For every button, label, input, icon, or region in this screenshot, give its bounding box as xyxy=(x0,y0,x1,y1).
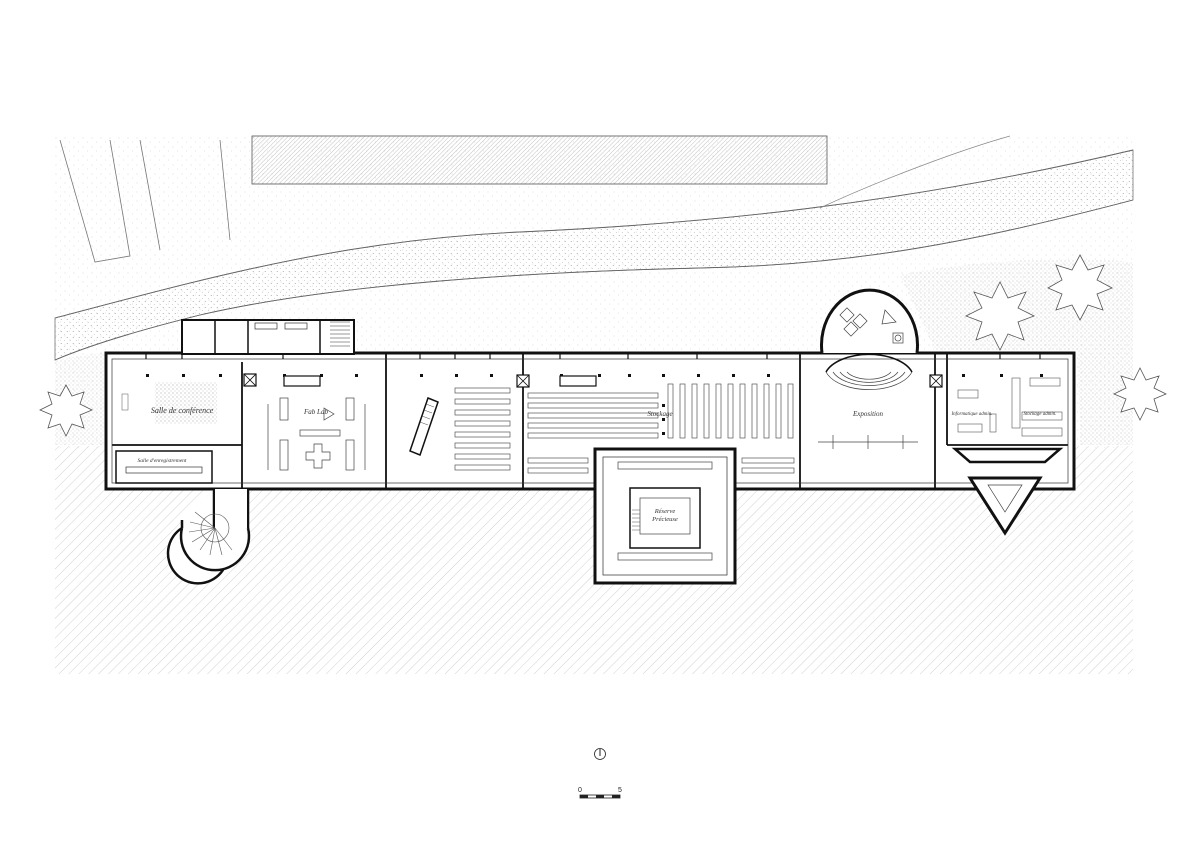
fab-lab-furniture xyxy=(267,397,366,471)
scale-label-end: 5 xyxy=(618,787,622,794)
room-label-salle-enregistrement: Salle d'enregistrement xyxy=(138,458,187,464)
conference-seating xyxy=(155,382,217,424)
tree-icon xyxy=(39,254,1167,437)
room-label-reserve: Réserve xyxy=(654,508,676,515)
room-label-salle-conference: Salle de conférence xyxy=(151,406,214,415)
room-label-exposition: Exposition xyxy=(852,410,883,418)
room-label-fab-lab: Fab Lab xyxy=(303,408,328,416)
room-label-stockage-admin: Stockage admin. xyxy=(1023,412,1056,417)
room-label-stockage: Stockage xyxy=(647,410,672,418)
scale-label-start: 0 xyxy=(578,787,582,794)
storage-shelving xyxy=(454,387,511,471)
scale-bar xyxy=(579,794,621,799)
north-arrow-icon xyxy=(594,748,606,760)
room-label-precieuse: Précieuse xyxy=(651,516,678,523)
room-label-informatique-admin: Informatique admin. xyxy=(950,412,992,417)
exposition-display-axis xyxy=(818,435,918,449)
